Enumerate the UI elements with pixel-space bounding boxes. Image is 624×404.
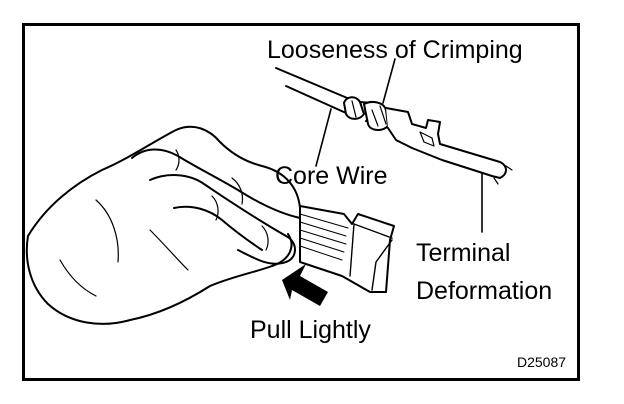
crimp-barrel-drawing xyxy=(343,96,389,131)
wire-cable-drawing xyxy=(275,67,353,114)
label-looseness-of-crimping: Looseness of Crimping xyxy=(267,36,523,64)
label-core-wire: Core Wire xyxy=(275,162,388,190)
diagram-frame xyxy=(22,23,580,381)
pull-arrow-icon xyxy=(282,264,328,306)
leader-lines xyxy=(315,58,483,233)
connector-drawing xyxy=(299,205,395,293)
terminal-blade-drawing xyxy=(385,107,513,185)
label-pull-lightly: Pull Lightly xyxy=(250,316,371,344)
leader-crimping xyxy=(382,58,396,104)
label-deformation: Deformation xyxy=(416,277,553,305)
label-terminal: Terminal xyxy=(416,239,511,267)
figure-code: D25087 xyxy=(517,354,567,370)
hand-drawing xyxy=(25,125,301,325)
leader-core-wire xyxy=(315,108,332,167)
